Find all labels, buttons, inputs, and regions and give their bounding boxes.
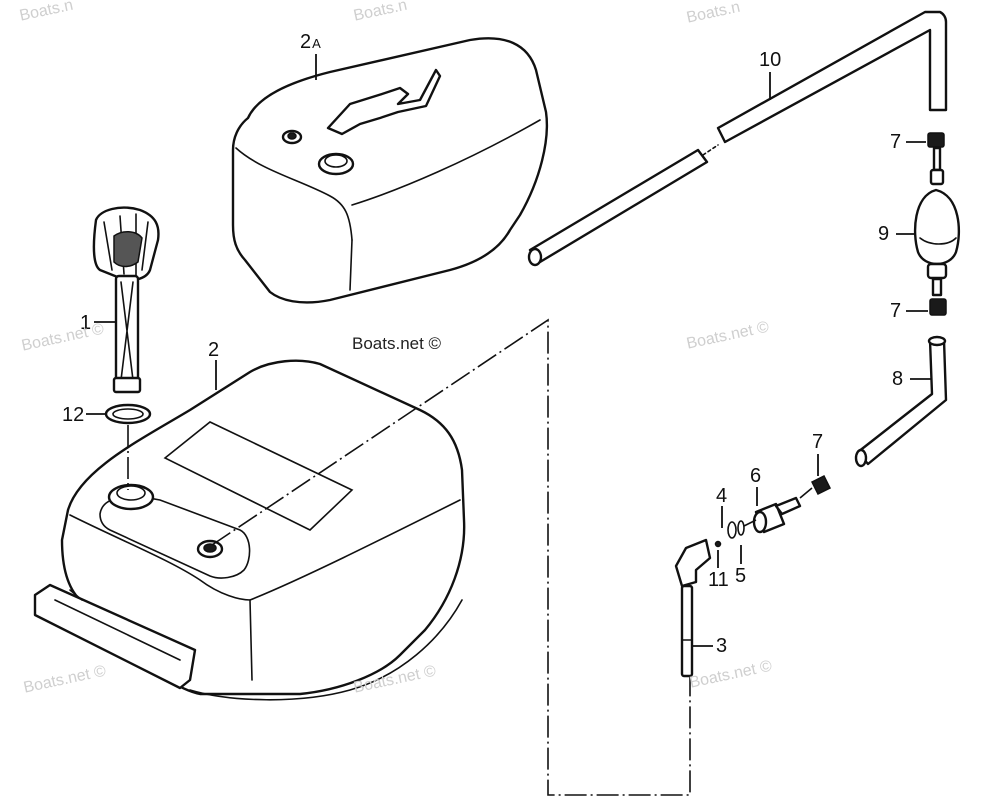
callout-9: 9 [878,223,890,245]
callout-8: 8 [892,368,904,390]
callout-2: 2 [208,339,220,361]
fuel-hose-10 [527,10,948,267]
callout-7-mid: 7 [890,300,902,322]
callout-12: 12 [62,404,85,426]
fuel-fitting-assembly [674,474,832,678]
callout-3: 3 [716,635,728,657]
callout-2a: 2A [300,32,321,54]
callout-1: 1 [80,312,92,334]
callout-7-top: 7 [890,131,902,153]
watermark-main: Boats.net © [352,334,442,353]
callout-4: 4 [716,485,728,507]
callout-2a-suffix: A [312,36,321,51]
primer-bulb-assembly [854,132,961,468]
fuel-gauge-1 [92,206,160,394]
callout-6: 6 [750,465,762,487]
callout-10: 10 [759,49,782,71]
callout-11: 11 [708,569,729,591]
fuel-tank-2a [231,37,549,304]
callout-7-low: 7 [812,431,824,453]
callout-5: 5 [735,565,747,587]
callout-2a-number: 2 [300,31,312,53]
fuel-tank-2 [33,359,466,701]
